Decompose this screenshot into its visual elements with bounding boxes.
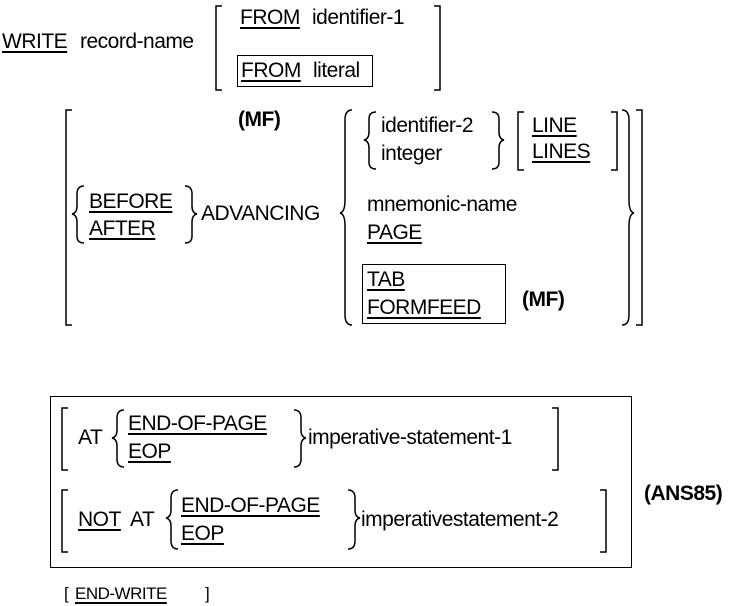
tab-formfeed-box	[362, 264, 506, 324]
end-of-page-keyword-1: END-OF-PAGE	[128, 412, 267, 435]
end-of-page-keyword-2: END-OF-PAGE	[181, 494, 320, 517]
formfeed-keyword: FORMFEED	[367, 296, 481, 319]
write-keyword: WRITE	[2, 30, 68, 53]
integer-operand: integer	[381, 142, 442, 165]
before-keyword: BEFORE	[89, 190, 173, 213]
imperative-statement-1-operand: imperative-statement-1	[308, 426, 512, 449]
mf-label-1: (MF)	[238, 108, 281, 131]
before-after-brace-left	[71, 185, 85, 244]
line-keyword: LINE	[532, 114, 577, 137]
at-keyword-2: AT	[130, 508, 155, 531]
mnemonic-name-operand: mnemonic-name	[367, 193, 517, 216]
tab-keyword: TAB	[367, 268, 405, 291]
from-keyword-1: FROM	[240, 6, 300, 29]
after-keyword: AFTER	[89, 217, 156, 240]
end-write-bracket-open: [	[64, 584, 69, 603]
eop-keyword-1: EOP	[128, 440, 171, 463]
before-after-brace-right	[184, 185, 198, 244]
line-bracket-left	[517, 111, 524, 171]
identifier-integer-brace-left	[363, 111, 377, 170]
identifier-1-operand: identifier-1	[312, 6, 405, 29]
advancing-options-brace-right	[621, 109, 635, 326]
from-bracket-left	[215, 5, 222, 91]
advancing-keyword: ADVANCING	[201, 202, 320, 225]
at-keyword-1: AT	[78, 426, 103, 449]
advancing-bracket-left	[65, 109, 72, 326]
literal-operand: literal	[313, 59, 360, 82]
not-keyword: NOT	[78, 508, 121, 531]
ans85-box	[50, 396, 632, 568]
identifier-2-operand: identifier-2	[381, 114, 474, 137]
end-write-keyword: END-WRITE	[75, 584, 167, 603]
lines-keyword: LINES	[532, 140, 591, 163]
advancing-bracket-right	[636, 109, 643, 326]
line-bracket-right	[611, 111, 618, 171]
record-name-operand: record-name	[80, 30, 194, 53]
page-keyword: PAGE	[367, 221, 422, 244]
imperative-statement-2-operand: imperativestatement-2	[361, 508, 559, 531]
advancing-options-brace-left	[339, 109, 353, 326]
mf-label-2: (MF)	[522, 288, 565, 311]
from-keyword-2: FROM	[241, 59, 301, 82]
from-literal-box	[237, 55, 373, 87]
eop-keyword-2: EOP	[181, 522, 224, 545]
from-bracket-right	[434, 5, 441, 91]
end-write-bracket-close: ]	[205, 584, 210, 603]
identifier-integer-brace-right	[491, 111, 505, 170]
ans85-label: (ANS85)	[644, 482, 723, 505]
